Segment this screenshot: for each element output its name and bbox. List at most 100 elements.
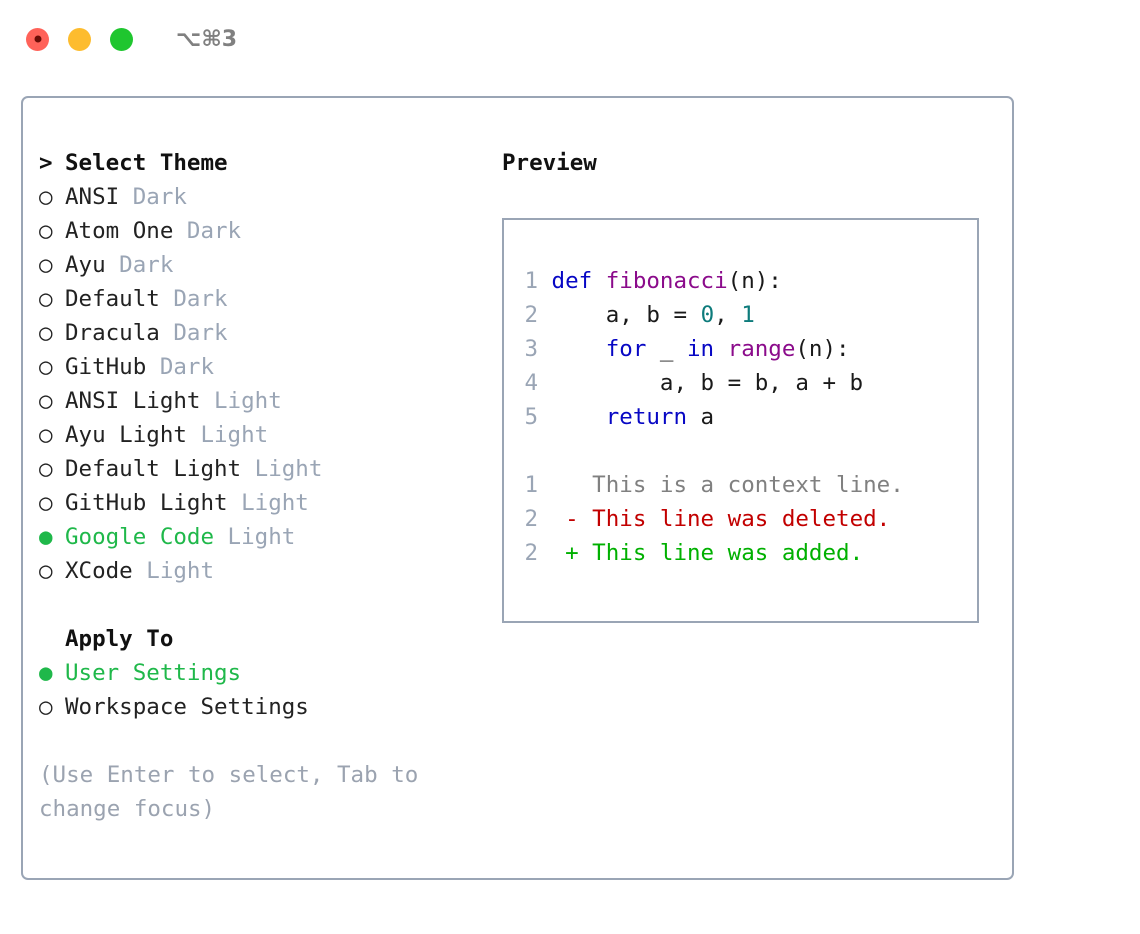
- theme-kind-badge: Dark: [173, 218, 242, 244]
- code-token-kw: def: [551, 268, 606, 294]
- theme-name: Google Code: [65, 524, 215, 550]
- diff-text: This line was deleted.: [578, 506, 891, 532]
- preview-title: Preview: [502, 150, 597, 176]
- code-line: 4 a, b = b, a + b: [516, 366, 977, 400]
- theme-kind-badge: Dark: [159, 320, 228, 346]
- theme-list: ○ANSI Dark○Atom One Dark○Ayu Dark○Defaul…: [39, 180, 488, 588]
- theme-kind-badge: Dark: [146, 354, 215, 380]
- code-token-kw: in: [687, 336, 715, 362]
- line-number: 2: [524, 506, 538, 532]
- code-token-pln: _: [646, 336, 688, 362]
- line-number: 1: [524, 268, 538, 294]
- keyboard-shortcut-label: ⌥⌘3: [176, 26, 238, 52]
- line-number: 3: [524, 336, 538, 362]
- theme-name: GitHub Light: [65, 490, 228, 516]
- radio-unselected-icon: ○: [39, 320, 53, 346]
- title-bar: ⌥⌘3: [0, 0, 1140, 78]
- theme-kind-badge: Light: [214, 524, 296, 550]
- radio-unselected-icon: ○: [39, 558, 53, 584]
- code-line: 3 for _ in range(n):: [516, 332, 977, 366]
- traffic-light-controls: [26, 27, 133, 51]
- code-token-pln: a: [687, 404, 715, 430]
- diff-line: 2 + This line was added.: [516, 536, 977, 570]
- apply-to-item[interactable]: ●User Settings: [39, 656, 488, 690]
- theme-name: Atom One: [65, 218, 174, 244]
- diff-sample: 1 This is a context line.2 - This line w…: [516, 468, 977, 570]
- theme-picker-header: > Select Theme: [39, 146, 488, 180]
- theme-list-item[interactable]: ○GitHub Dark: [39, 350, 488, 384]
- theme-list-item[interactable]: ○ XCode Light: [39, 554, 488, 588]
- theme-list-item[interactable]: ○ Atom One Dark: [39, 214, 488, 248]
- code-sample: 1 def fibonacci(n): 2 a, b = 0, 1 3 for _ …: [516, 264, 977, 434]
- theme-name: XCode: [65, 558, 133, 584]
- radio-selected-icon: ●: [39, 660, 53, 686]
- code-token-pln: a, b = b, a + b: [551, 370, 864, 396]
- close-window-icon[interactable]: [26, 27, 49, 51]
- line-number: 4: [524, 370, 538, 396]
- theme-name: GitHub: [65, 354, 147, 380]
- theme-name: Ayu Light: [65, 422, 187, 448]
- maximize-window-icon[interactable]: [110, 27, 133, 51]
- code-token-pln: ,: [714, 302, 742, 328]
- radio-unselected-icon: ○: [39, 490, 53, 516]
- theme-list-item[interactable]: ○ANSI Light Light: [39, 384, 488, 418]
- minimize-window-icon[interactable]: [68, 27, 91, 51]
- code-token-pln: (n):: [727, 268, 782, 294]
- code-token-num: 0: [700, 302, 715, 328]
- code-token-pln: a, b =: [551, 302, 701, 328]
- code-spacer: [516, 434, 977, 468]
- diff-sign: +: [565, 540, 579, 566]
- theme-list-item[interactable]: ○ Ayu Light Light: [39, 418, 488, 452]
- theme-kind-badge: Light: [200, 388, 282, 414]
- theme-name: Dracula: [65, 320, 160, 346]
- code-token-pln: [714, 336, 728, 362]
- diff-line: 1 This is a context line.: [516, 468, 977, 502]
- apply-to-item[interactable]: ○Workspace Settings: [39, 690, 488, 724]
- radio-unselected-icon: ○: [39, 456, 53, 482]
- theme-kind-badge: Light: [227, 490, 309, 516]
- diff-text: This is a context line.: [578, 472, 904, 498]
- theme-list-item[interactable]: ○ Dracula Dark: [39, 316, 488, 350]
- preview-column: Preview 1 def fibonacci(n): 2 a, b = 0, 1…: [488, 98, 1012, 878]
- radio-unselected-icon: ○: [39, 286, 53, 312]
- main-panel: >Select Theme ○ANSI Dark○Atom One Dark○A…: [21, 96, 1014, 880]
- apply-to-header-label: Apply To: [65, 626, 174, 652]
- spacer: [39, 588, 488, 622]
- code-token-num: 1: [741, 302, 755, 328]
- theme-list-item[interactable]: ○ANSI Dark: [39, 180, 488, 214]
- apply-to-header: Apply To: [39, 622, 488, 656]
- line-number: 2: [524, 302, 538, 328]
- line-number: 2: [524, 540, 538, 566]
- theme-kind-badge: Dark: [119, 184, 187, 210]
- line-number: 1: [524, 472, 538, 498]
- theme-name: ANSI Light: [65, 388, 201, 414]
- code-token-pln: [552, 404, 606, 430]
- keyboard-hint-text: (Use Enter to select, Tab to change focu…: [39, 762, 419, 822]
- code-token-kw: return: [605, 404, 688, 430]
- theme-kind-badge: Light: [132, 558, 215, 584]
- caret-icon: >: [39, 150, 53, 176]
- theme-kind-badge: Dark: [105, 252, 174, 278]
- diff-line: 2 - This line was deleted.: [516, 502, 977, 536]
- diff-sign: [565, 472, 579, 498]
- theme-picker-header-label: Select Theme: [65, 150, 228, 176]
- radio-unselected-icon: ○: [39, 422, 53, 448]
- code-token-fn: fibonacci: [605, 268, 728, 294]
- code-token-kw: for: [605, 336, 647, 362]
- theme-list-item[interactable]: ● Google Code Light: [39, 520, 488, 554]
- code-line: 5 return a: [516, 400, 977, 434]
- theme-list-item[interactable]: ○Default Dark: [39, 282, 488, 316]
- theme-list-item[interactable]: ○Ayu Dark: [39, 248, 488, 282]
- theme-list-item[interactable]: ○Default Light Light: [39, 452, 488, 486]
- preview-code-box: 1 def fibonacci(n): 2 a, b = 0, 1 3 for _ …: [502, 218, 979, 623]
- theme-list-item[interactable]: ○ GitHub Light Light: [39, 486, 488, 520]
- radio-selected-icon: ●: [39, 524, 53, 550]
- radio-unselected-icon: ○: [39, 252, 53, 278]
- theme-kind-badge: Dark: [159, 286, 228, 312]
- code-token-fn: range: [727, 336, 796, 362]
- theme-kind-badge: Light: [186, 422, 269, 448]
- radio-unselected-icon: ○: [39, 218, 53, 244]
- theme-name: Default Light: [65, 456, 242, 482]
- radio-unselected-icon: ○: [39, 184, 53, 210]
